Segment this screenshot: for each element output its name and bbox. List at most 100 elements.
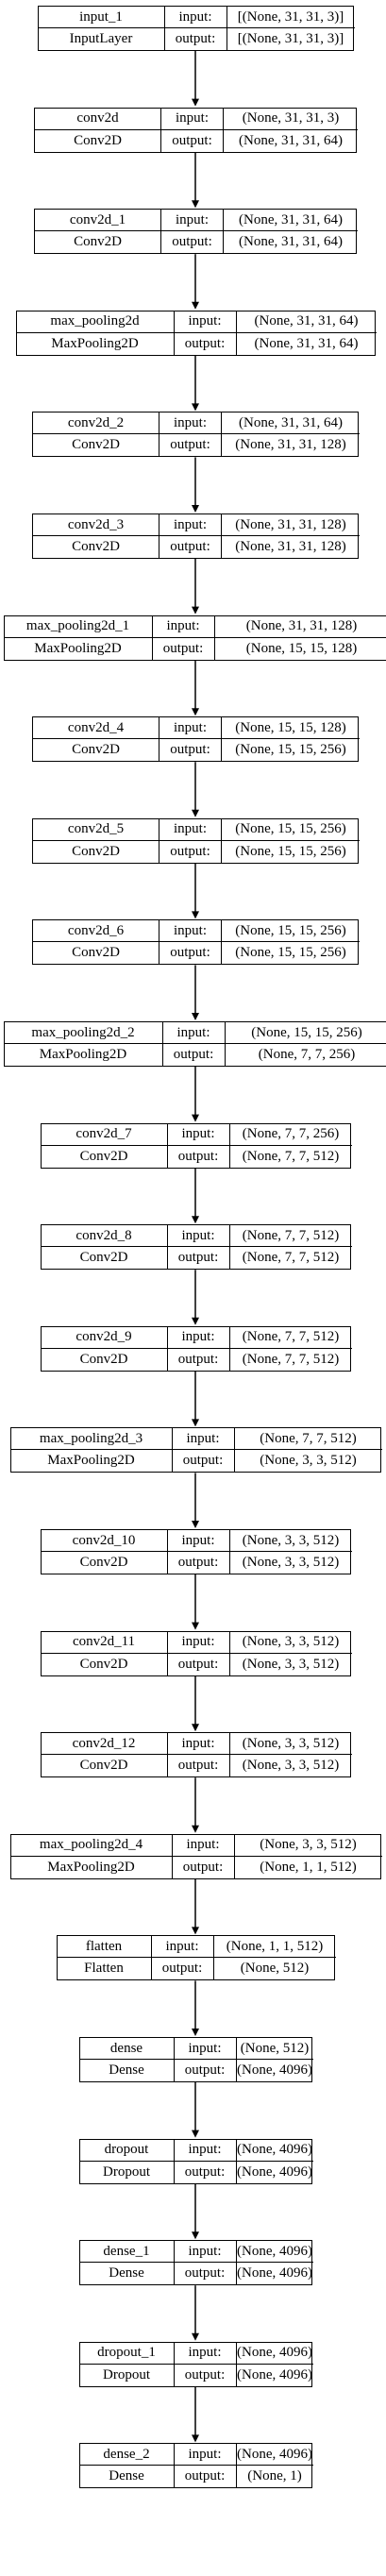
arrow-head-icon: [192, 2231, 199, 2240]
input-shape: (None, 15, 15, 256): [235, 922, 346, 938]
arrow-head-icon: [192, 1521, 199, 1528]
input-shape: (None, 7, 7, 512): [242, 1227, 340, 1243]
layer-type: Conv2D: [42, 1247, 168, 1270]
input-label: input:: [173, 1834, 235, 1856]
layer-type: Conv2D: [35, 129, 161, 152]
input-shape: (None, 3, 3, 512): [260, 1837, 357, 1853]
arrow-head-icon: [192, 2029, 199, 2036]
layer-type: MaxPooling2D: [5, 1044, 163, 1066]
input-shape: (None, 7, 7, 512): [260, 1430, 357, 1446]
output-label: output:: [159, 739, 222, 762]
layer-type: Dense: [80, 2263, 175, 2285]
layer-type: Dense: [80, 2060, 175, 2081]
layer-name: dense: [80, 2038, 175, 2059]
layer-name: dense_1: [80, 2241, 175, 2263]
layer-type: Conv2D: [42, 1653, 168, 1675]
input-label: input:: [159, 412, 222, 434]
input-label: input:: [168, 1123, 230, 1145]
output-shape: (None, 4096): [237, 2265, 312, 2281]
arrow-head-icon: [192, 98, 199, 107]
input-label: input:: [175, 2139, 237, 2161]
arrow-head-icon: [192, 505, 199, 513]
input-shape: [(None, 31, 31, 3)]: [237, 8, 344, 25]
layer-type: Conv2D: [33, 536, 159, 558]
input-label: input:: [175, 2444, 237, 2466]
output-shape: (None, 31, 31, 128): [235, 437, 346, 453]
input-shape: (None, 1, 1, 512): [226, 1938, 324, 1954]
output-shape: (None, 3, 3, 512): [242, 1758, 340, 1774]
input-shape: (None, 31, 31, 64): [239, 211, 343, 227]
output-shape: (None, 4096): [237, 2366, 312, 2382]
layer-type: Conv2D: [42, 1755, 168, 1777]
output-label: output:: [152, 1958, 214, 1980]
output-label: output:: [175, 2263, 237, 2285]
layer-name: conv2d_11: [42, 1631, 168, 1653]
layer-name: conv2d_2: [33, 412, 159, 434]
arrow-head-icon: [192, 1927, 199, 1935]
input-shape: (None, 15, 15, 128): [235, 719, 346, 735]
arrow-head-icon: [192, 1825, 199, 1833]
layer-type: Conv2D: [33, 739, 159, 762]
layer-name: conv2d_8: [42, 1225, 168, 1247]
arrow-head-icon: [192, 1724, 199, 1732]
layer-name: max_pooling2d_3: [11, 1428, 173, 1450]
input-shape: (None, 31, 31, 128): [235, 516, 346, 532]
input-label: input:: [168, 1530, 230, 1551]
output-label: output:: [168, 1653, 230, 1675]
output-shape: (None, 31, 31, 64): [239, 132, 343, 148]
input-shape: (None, 512): [240, 2040, 310, 2056]
input-label: input:: [159, 920, 222, 942]
layer-type: MaxPooling2D: [11, 1856, 173, 1878]
arrow-head-icon: [192, 1419, 199, 1427]
output-shape: (None, 7, 7, 512): [242, 1250, 340, 1266]
layer-name: conv2d_7: [42, 1123, 168, 1145]
output-label: output:: [159, 434, 222, 457]
input-label: input:: [153, 615, 215, 637]
output-label: output:: [161, 231, 224, 254]
input-label: input:: [168, 1733, 230, 1755]
arrow-head-icon: [192, 1317, 199, 1325]
output-label: output:: [159, 942, 222, 965]
layer-type: Conv2D: [42, 1348, 168, 1371]
arrow-head-icon: [192, 2332, 199, 2341]
output-label: output:: [161, 129, 224, 152]
input-shape: (None, 31, 31, 64): [254, 313, 359, 329]
layer-name: max_pooling2d: [17, 311, 175, 332]
layer-type: MaxPooling2D: [17, 332, 175, 355]
output-shape: (None, 31, 31, 128): [235, 539, 346, 554]
output-label: output:: [159, 840, 222, 863]
input-shape: (None, 4096): [237, 2142, 312, 2158]
output-shape: (None, 15, 15, 256): [235, 742, 346, 758]
